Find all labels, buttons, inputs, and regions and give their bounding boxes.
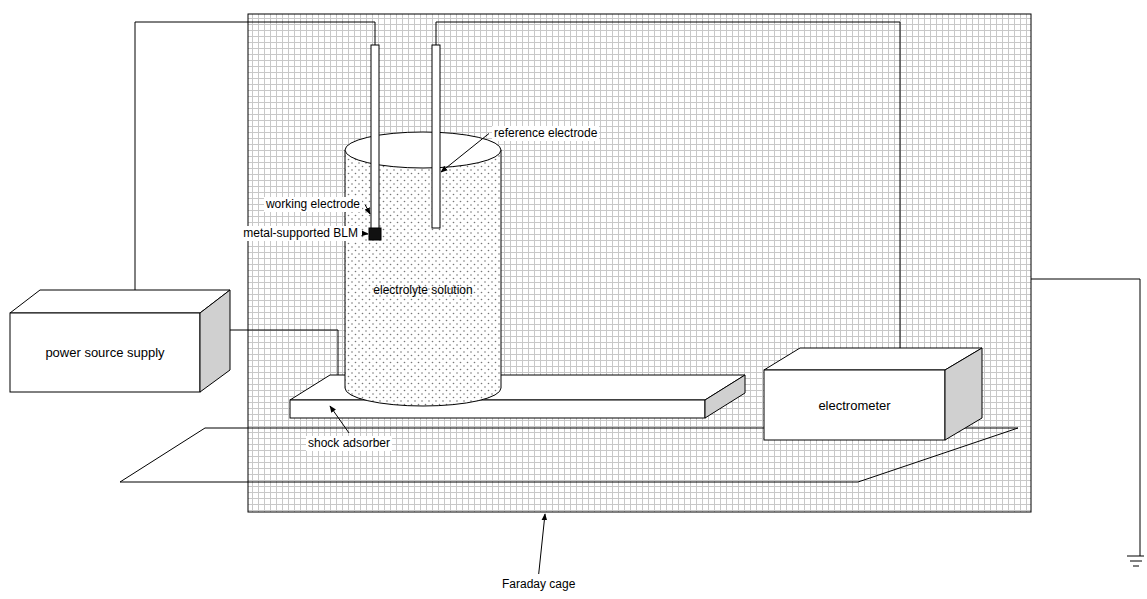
blm-square [369, 228, 381, 240]
leader-arrow [363, 233, 368, 235]
ground-symbol [1127, 556, 1144, 566]
solution-label: electrolyte solution [371, 283, 474, 298]
electrometer-box: electrometer [764, 370, 945, 440]
leader-arrow [330, 406, 349, 433]
electrometer-wire [436, 22, 900, 348]
electrode-label: reference electrode [492, 126, 599, 141]
caption-label: Faraday cage [500, 577, 577, 592]
electrode-label: working electrode [264, 197, 362, 212]
working-electrode [371, 45, 379, 233]
box-label: power source supply [45, 345, 164, 360]
leader-arrow [441, 134, 489, 173]
beaker [345, 132, 501, 406]
reference-electrode [432, 45, 440, 228]
membrane-label: metal-supported BLM [241, 226, 360, 241]
box-label: electrometer [818, 398, 890, 413]
power-wire-return [216, 330, 338, 382]
part-label: shock adsorber [306, 436, 392, 451]
leader-arrow [539, 514, 545, 574]
electrometer-box-3d [764, 348, 982, 440]
power-supply-box: power source supply [10, 313, 200, 392]
power-box-3d [10, 290, 230, 392]
faraday-cage [248, 14, 1031, 512]
power-wire [135, 22, 375, 300]
ground-wire [1031, 279, 1140, 556]
leader-arrow [365, 205, 370, 215]
